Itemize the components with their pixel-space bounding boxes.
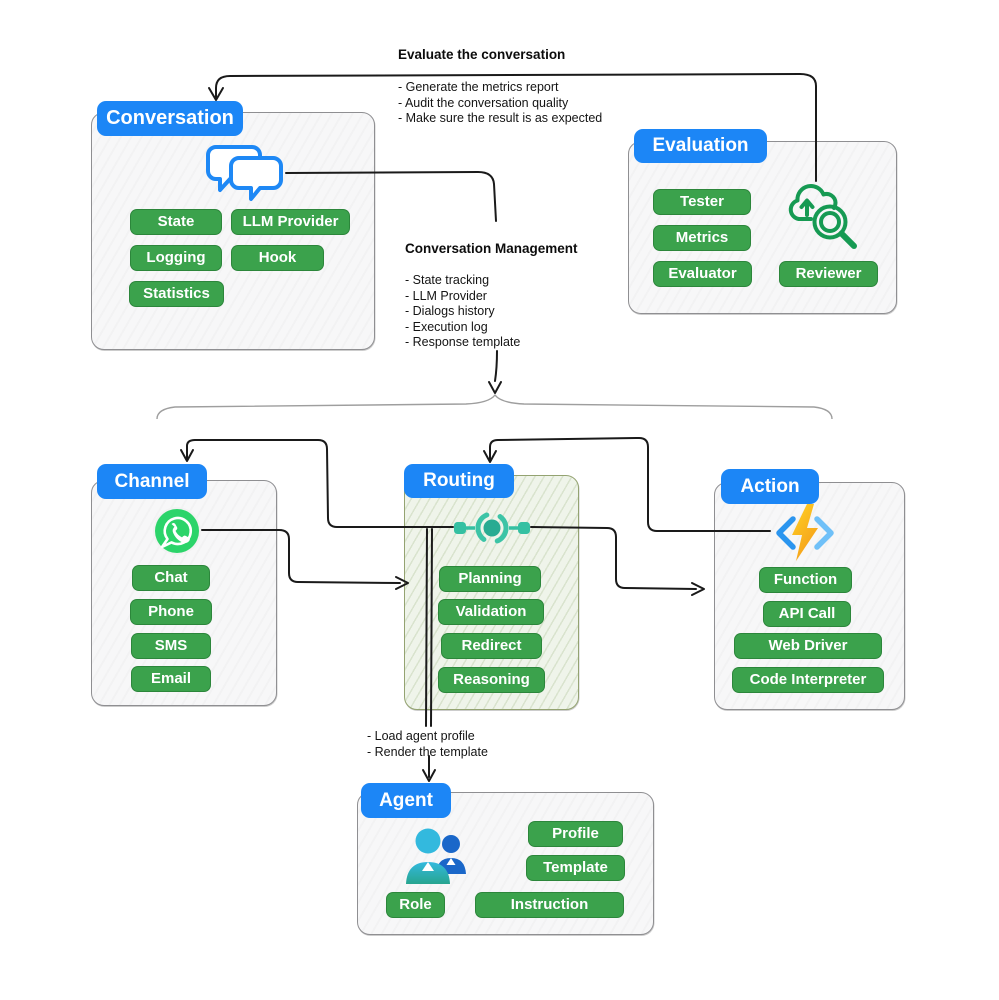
tag-chat: Chat — [132, 565, 210, 591]
action-title: Action — [721, 469, 819, 504]
note-line: - State tracking — [405, 273, 490, 287]
routing-title: Routing — [404, 464, 514, 498]
tag-instruction: Instruction — [475, 892, 624, 918]
arrowhead-agent — [422, 769, 436, 782]
cloud-search-icon — [788, 184, 857, 249]
function-lightning-icon — [776, 504, 834, 561]
note-line: - Dialogs history — [405, 304, 495, 319]
tag-api-call: API Call — [763, 601, 851, 627]
note-line: - Generate the metrics report — [398, 80, 559, 94]
tag-reasoning: Reasoning — [438, 667, 545, 693]
team-people-icon — [406, 828, 466, 884]
evaluate-note-list: - Generate the metrics report - Audit th… — [398, 80, 602, 127]
evaluation-title: Evaluation — [634, 129, 767, 163]
tag-code-interpreter: Code Interpreter — [732, 667, 884, 693]
brace — [156, 393, 833, 420]
management-note-title: Conversation Management — [405, 241, 578, 256]
tag-role: Role — [386, 892, 445, 918]
tag-email: Email — [131, 666, 211, 692]
edge-management-brace — [494, 350, 498, 382]
tag-template: Template — [526, 855, 625, 881]
agent-title: Agent — [361, 783, 451, 818]
arrowhead-action-edge — [691, 582, 705, 596]
tag-tester: Tester — [653, 189, 751, 215]
tag-sms: SMS — [131, 633, 211, 659]
tag-function: Function — [759, 567, 852, 593]
tag-statistics: Statistics — [129, 281, 224, 307]
tag-reviewer: Reviewer — [779, 261, 878, 287]
note-line: - Render the template — [367, 744, 488, 759]
arrowhead-conversation — [208, 87, 224, 101]
tag-planning: Planning — [439, 566, 541, 592]
note-line: - LLM Provider — [405, 288, 487, 303]
note-line: - Execution log — [405, 319, 488, 334]
tag-logging: Logging — [130, 245, 222, 271]
arrowhead-brace — [488, 381, 502, 394]
tag-profile: Profile — [528, 821, 623, 847]
channel-title: Channel — [97, 464, 207, 499]
tag-web-driver: Web Driver — [734, 633, 882, 659]
note-line: - Audit the conversation quality — [398, 95, 569, 110]
whatsapp-icon — [153, 507, 201, 555]
tag-evaluator: Evaluator — [653, 261, 752, 287]
tag-state: State — [130, 209, 222, 235]
management-note-list: - State tracking - LLM Provider - Dialog… — [405, 273, 520, 351]
note-line: - Load agent profile — [367, 729, 475, 743]
tag-redirect: Redirect — [441, 633, 542, 659]
agent-note-list: - Load agent profile - Render the templa… — [367, 729, 488, 760]
arrowhead-routing — [483, 450, 497, 463]
router-hub-icon — [454, 511, 530, 545]
tag-phone: Phone — [130, 599, 212, 625]
note-line: - Response template — [405, 335, 521, 350]
note-line: - Make sure the result is as expected — [398, 111, 603, 126]
arrowhead-channel — [180, 449, 194, 462]
conversation-title: Conversation — [97, 101, 243, 136]
tag-validation: Validation — [438, 599, 544, 625]
evaluate-note-title: Evaluate the conversation — [398, 47, 566, 62]
tag-hook: Hook — [231, 245, 324, 271]
tag-llm-provider: LLM Provider — [231, 209, 350, 235]
tag-metrics: Metrics — [653, 225, 751, 251]
chat-bubbles-icon — [206, 145, 283, 201]
